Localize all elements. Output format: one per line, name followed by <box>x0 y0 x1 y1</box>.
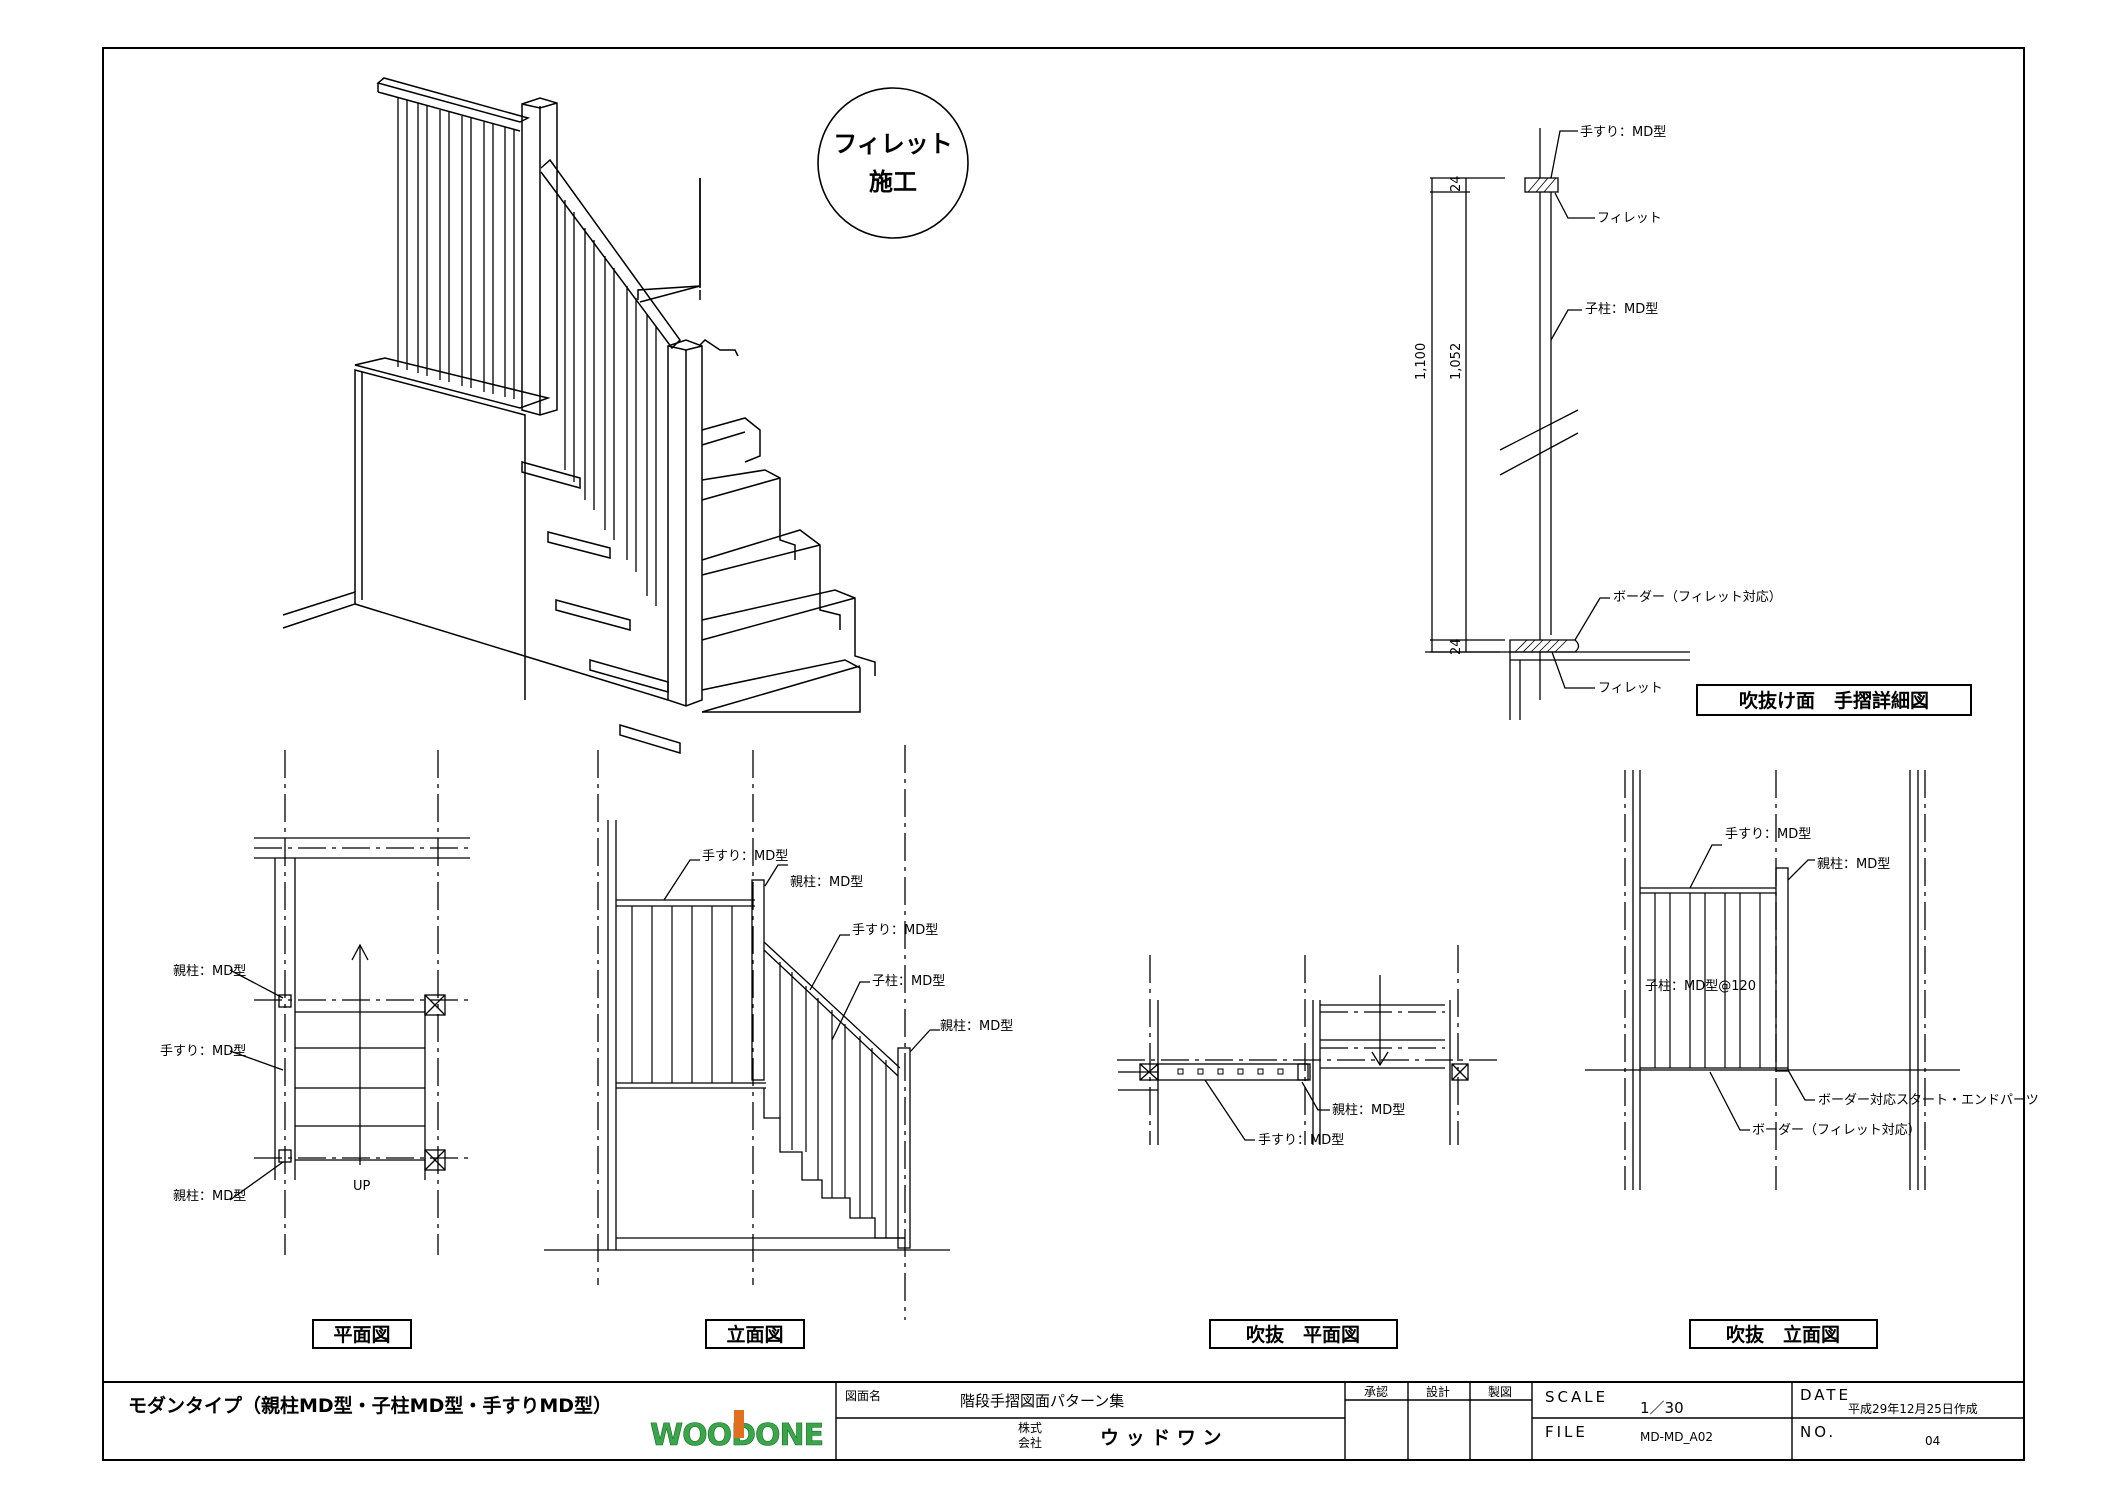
company-name: ウ ッ ド ワ ン <box>1100 1427 1221 1449</box>
void-elevation-caption-box: 吹抜 立面図 <box>1689 1319 1878 1349</box>
date-value: 平成29年12月25日作成 <box>1848 1402 1978 1416</box>
detail-baluster-label: 子柱：MD型 <box>1585 302 1658 317</box>
plan-up-label: UP <box>353 1179 371 1194</box>
badge-line-2: 施工 <box>869 168 917 196</box>
woodone-logo: WOODONE <box>650 1410 824 1453</box>
void-elev-handrail-label: 手すり：MD型 <box>1725 827 1811 842</box>
fillet-badge: フィレット 施工 <box>817 87 969 239</box>
elevation-caption: 立面図 <box>726 1323 783 1346</box>
drawing-name-label: 図面名 <box>845 1388 881 1403</box>
void-elevation-caption: 吹抜 立面図 <box>1726 1323 1840 1346</box>
elevation-view <box>544 745 950 1320</box>
elev-newel-1-label: 親柱：MD型 <box>790 875 863 890</box>
approve-label: 承認 <box>1364 1384 1388 1399</box>
plan-newel-bottom-label: 親柱：MD型 <box>173 1189 246 1204</box>
detail-handrail-label: 手すり：MD型 <box>1580 125 1666 140</box>
detail-border-label: ボーダー（フィレット対応） <box>1613 590 1782 605</box>
void-elev-border-parts-label: ボーダー対応スタート・エンドパーツ <box>1818 1093 2039 1108</box>
elevation-caption-box: 立面図 <box>705 1319 805 1349</box>
detail-fillet-top-label: フィレット <box>1597 211 1662 226</box>
void-elev-baluster-label: 子柱：MD型@120 <box>1645 979 1756 994</box>
void-plan-newel-label: 親柱：MD型 <box>1332 1103 1405 1118</box>
dim-mid: 1,052 <box>1449 343 1464 380</box>
void-elev-border-label: ボーダー（フィレット対応） <box>1752 1123 1921 1138</box>
scale-value: 1／30 <box>1640 1399 1684 1417</box>
date-label: DATE <box>1800 1386 1851 1404</box>
company-prefix-1: 株式 <box>1018 1420 1042 1435</box>
file-label: FILE <box>1545 1423 1588 1441</box>
drawing-name: 階段手摺図面パターン集 <box>960 1392 1124 1410</box>
isometric-stair-drawing <box>282 77 876 755</box>
elev-newel-2-label: 親柱：MD型 <box>940 1019 1013 1034</box>
company-prefix-2: 会社 <box>1018 1435 1042 1450</box>
sheet-border <box>102 47 2025 1461</box>
detail-caption: 吹抜け面 手摺詳細図 <box>1739 689 1929 712</box>
void-elev-newel-label: 親柱：MD型 <box>1817 857 1890 872</box>
detail-caption-box: 吹抜け面 手摺詳細図 <box>1696 684 1972 716</box>
dim-total: 1,100 <box>1414 343 1429 380</box>
badge-line-1: フィレット <box>833 130 953 158</box>
title-block <box>103 1381 2024 1460</box>
type-name: モダンタイプ（親柱MD型・子柱MD型・手すりMD型） <box>128 1394 612 1417</box>
plan-handrail-label: 手すり：MD型 <box>160 1044 246 1059</box>
plan-caption: 平面図 <box>333 1324 390 1346</box>
plan-newel-top-label: 親柱：MD型 <box>173 964 246 979</box>
void-plan-handrail-label: 手すり：MD型 <box>1258 1133 1344 1148</box>
elev-baluster-label: 子柱：MD型 <box>872 974 945 989</box>
detail-fillet-bottom-label: フィレット <box>1598 681 1663 696</box>
dim-top: 24 <box>1449 175 1464 192</box>
no-value: 04 <box>1925 1434 1940 1448</box>
file-value: MD-MD_A02 <box>1640 1430 1713 1444</box>
draft-label: 製図 <box>1488 1385 1512 1399</box>
scale-label: SCALE <box>1545 1388 1608 1406</box>
plan-view <box>229 750 470 1255</box>
no-label: NO. <box>1800 1423 1836 1441</box>
void-elevation-view <box>1585 770 1960 1190</box>
elev-handrail-2-label: 手すり：MD型 <box>852 923 938 938</box>
void-plan-caption-box: 吹抜 平面図 <box>1209 1319 1398 1349</box>
plan-caption-box: 平面図 <box>312 1319 412 1349</box>
dim-bottom: 24 <box>1449 638 1464 655</box>
handrail-detail-section <box>1425 128 1690 720</box>
void-plan-caption: 吹抜 平面図 <box>1246 1323 1360 1346</box>
design-label: 設計 <box>1426 1384 1450 1399</box>
void-plan-view <box>1117 945 1500 1145</box>
elev-handrail-1-label: 手すり：MD型 <box>702 849 788 864</box>
